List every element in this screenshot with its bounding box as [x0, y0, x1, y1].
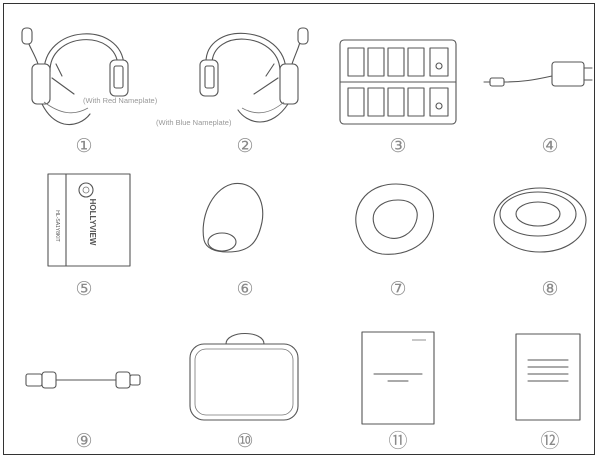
ear-cushion-icon	[355, 183, 434, 255]
head-cushion-icon	[493, 187, 587, 253]
item-number-7: ⑦	[389, 278, 406, 300]
item-number-4: ④	[541, 135, 558, 157]
item-number-9: ⑨	[75, 430, 92, 452]
contents-diagram: (With Red Nameplate) (With Blue Nameplat…	[21, 27, 593, 452]
item-number-1: ①	[75, 135, 92, 157]
headset-blue-nameplate-icon	[199, 27, 309, 123]
document-sheet-icon	[515, 333, 581, 421]
usb-cable-icon	[25, 371, 141, 389]
item-number-12: ⑫	[540, 430, 559, 452]
user-manual-icon	[361, 331, 435, 425]
item-number-6: ⑥	[236, 278, 253, 300]
headset-red-nameplate-icon	[21, 27, 129, 126]
caption-item-2: (With Blue Nameplate)	[156, 118, 232, 127]
mic-windscreen-icon	[202, 182, 264, 253]
caption-item-1: (With Red Nameplate)	[83, 96, 158, 105]
item-number-11: ⑪	[388, 430, 407, 452]
power-adapter-icon	[483, 61, 593, 87]
battery-case-icon	[339, 39, 457, 125]
item-number-10: ⑩	[236, 430, 253, 452]
carry-case-icon	[189, 333, 299, 421]
box-side-label: HL-SA1Y8KIT	[54, 210, 60, 241]
item-number-3: ③	[389, 135, 406, 157]
item-number-8: ⑧	[541, 278, 558, 300]
contents-diagram-frame: (With Red Nameplate) (With Blue Nameplat…	[3, 3, 595, 455]
box-brand-label: HOLLYVIEW	[88, 199, 97, 246]
item-number-2: ②	[236, 135, 253, 157]
item-number-5: ⑤	[75, 278, 92, 300]
product-box-icon	[47, 173, 131, 267]
